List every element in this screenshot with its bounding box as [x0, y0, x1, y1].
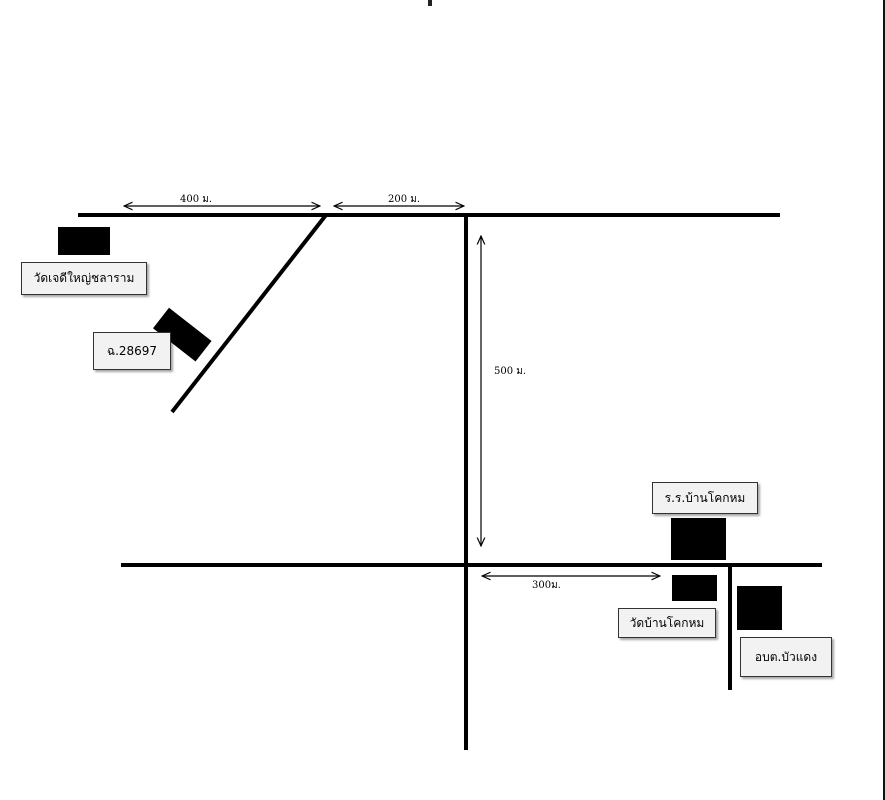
distance-label-bottom: 300ม. [532, 580, 561, 591]
building-land-plot [152, 307, 212, 362]
building-sao-office [737, 586, 782, 630]
distance-label-vertical: 500 ม. [494, 366, 527, 377]
page-edge [883, 0, 885, 800]
building-school [671, 518, 726, 560]
distance-label-top-right: 200 ม. [388, 194, 421, 205]
distance-label-top-left: 400 ม. [180, 194, 213, 205]
road-diagonal [170, 213, 328, 414]
label-wat-chedi: วัดเจดีใหญ่ชลาราม [21, 262, 147, 295]
label-wat-ban-khok: วัดบ้านโคกหม [618, 608, 716, 638]
label-land-plot: ฉ.28697 [93, 332, 171, 370]
label-sao-office: อบต.บัวแดง [740, 637, 832, 677]
label-school: ร.ร.บ้านโคกหม [652, 482, 758, 514]
page-top-mark [428, 0, 432, 6]
building-wat-ban-khok [672, 575, 717, 601]
building-wat-chedi [58, 227, 110, 255]
